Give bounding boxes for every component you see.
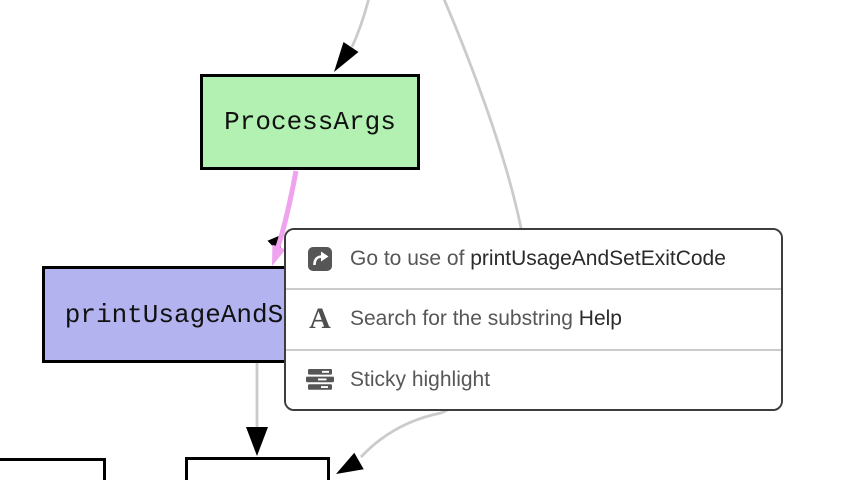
label-prefix: Search for the substring <box>350 307 579 331</box>
arrowhead-icon <box>246 427 268 456</box>
sticky-highlight-icon <box>304 369 336 391</box>
graph-node-bottom-left-partial[interactable] <box>0 458 106 480</box>
menu-item-label: Search for the substring Help <box>350 307 622 331</box>
arrowhead-icon <box>336 452 364 474</box>
arrowhead-icon <box>334 42 359 72</box>
edge-into-processargs[interactable] <box>334 0 370 72</box>
context-menu: Go to use of printUsageAndSetExitCode A … <box>284 228 783 411</box>
menu-item-search-substring[interactable]: A Search for the substring Help <box>286 288 781 349</box>
label-target: printUsageAndSetExitCode <box>470 247 726 271</box>
letter-a-glyph: A <box>309 302 331 336</box>
node-label: ProcessArgs <box>224 107 396 137</box>
graph-node-bottom-middle-partial[interactable] <box>185 457 330 480</box>
label-target: Help <box>578 307 622 331</box>
menu-item-label: Go to use of printUsageAndSetExitCode <box>350 247 726 271</box>
menu-item-sticky-highlight[interactable]: Sticky highlight <box>286 348 781 409</box>
search-substring-icon: A <box>304 304 336 334</box>
label-prefix: Go to use of <box>350 247 471 271</box>
menu-item-label: Sticky highlight <box>350 368 490 392</box>
edge-to-bottom-node[interactable] <box>246 363 268 456</box>
edge-highlighted-call[interactable] <box>272 170 299 266</box>
label-prefix: Sticky highlight <box>350 367 491 391</box>
go-to-use-icon <box>304 247 336 272</box>
graph-node-processargs[interactable]: ProcessArgs <box>200 74 420 170</box>
arrowhead-icon <box>272 244 286 266</box>
menu-item-go-to-use[interactable]: Go to use of printUsageAndSetExitCode <box>286 230 781 289</box>
